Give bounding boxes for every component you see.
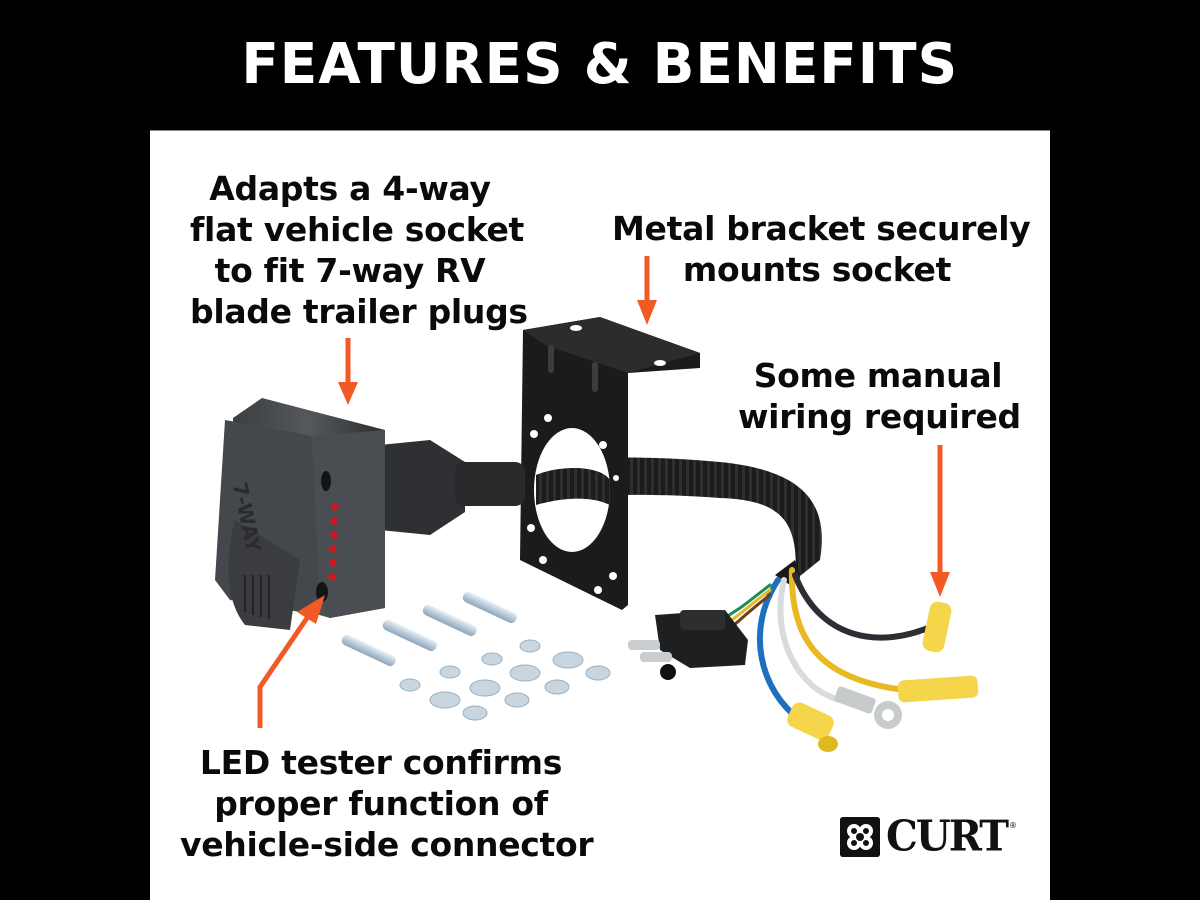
brand-name: CURT (886, 811, 1009, 862)
callout-adapter-line-3: to fit 7-way RV (214, 251, 486, 290)
callout-wiring-line-1: Some manual (753, 356, 1003, 395)
callout-wiring-line-2: wiring required (738, 397, 1021, 436)
wire-leads-icon (718, 567, 938, 723)
socket-collar-icon (380, 440, 525, 535)
callout-bracket-line-2: mounts socket (682, 250, 952, 289)
header-bar: FEATURES & BENEFITS (150, 0, 1050, 130)
callout-bracket: Metal bracket securely mounts socket (612, 208, 1031, 290)
wire-terminals-icon (787, 601, 979, 752)
callout-led-line-1: LED tester confirms (199, 743, 563, 782)
mounting-hardware-icon (341, 591, 611, 721)
curt-logo-icon (840, 817, 880, 857)
arrow-wiring-icon (930, 445, 950, 597)
7-way-socket-icon: 7-WAY (215, 398, 385, 630)
led-indicators-icon (328, 503, 339, 581)
callout-led-line-3: vehicle-side connector (180, 825, 594, 864)
registered-mark: ® (1009, 821, 1018, 830)
callout-adapter-line-2: flat vehicle socket (190, 210, 525, 249)
brand-logo: CURT ® (840, 811, 1018, 862)
callout-bracket-line-1: Metal bracket securely (612, 209, 1031, 248)
callout-led-line-2: proper function of (214, 784, 548, 823)
4-way-flat-plug-icon (628, 610, 748, 680)
mounting-bracket-icon (520, 317, 700, 610)
callout-led: LED tester confirms proper function of v… (180, 742, 594, 865)
callout-wiring: Some manual wiring required (738, 355, 1021, 437)
callout-adapter: Adapts a 4-way flat vehicle socket to fi… (190, 168, 528, 332)
arrow-bracket-icon (637, 256, 657, 325)
page-title: FEATURES & BENEFITS (241, 31, 959, 97)
callout-adapter-line-4: blade trailer plugs (190, 292, 528, 331)
arrow-adapter-icon (338, 338, 358, 405)
callout-adapter-line-1: Adapts a 4-way (209, 169, 491, 208)
arrow-led-icon (257, 595, 325, 728)
